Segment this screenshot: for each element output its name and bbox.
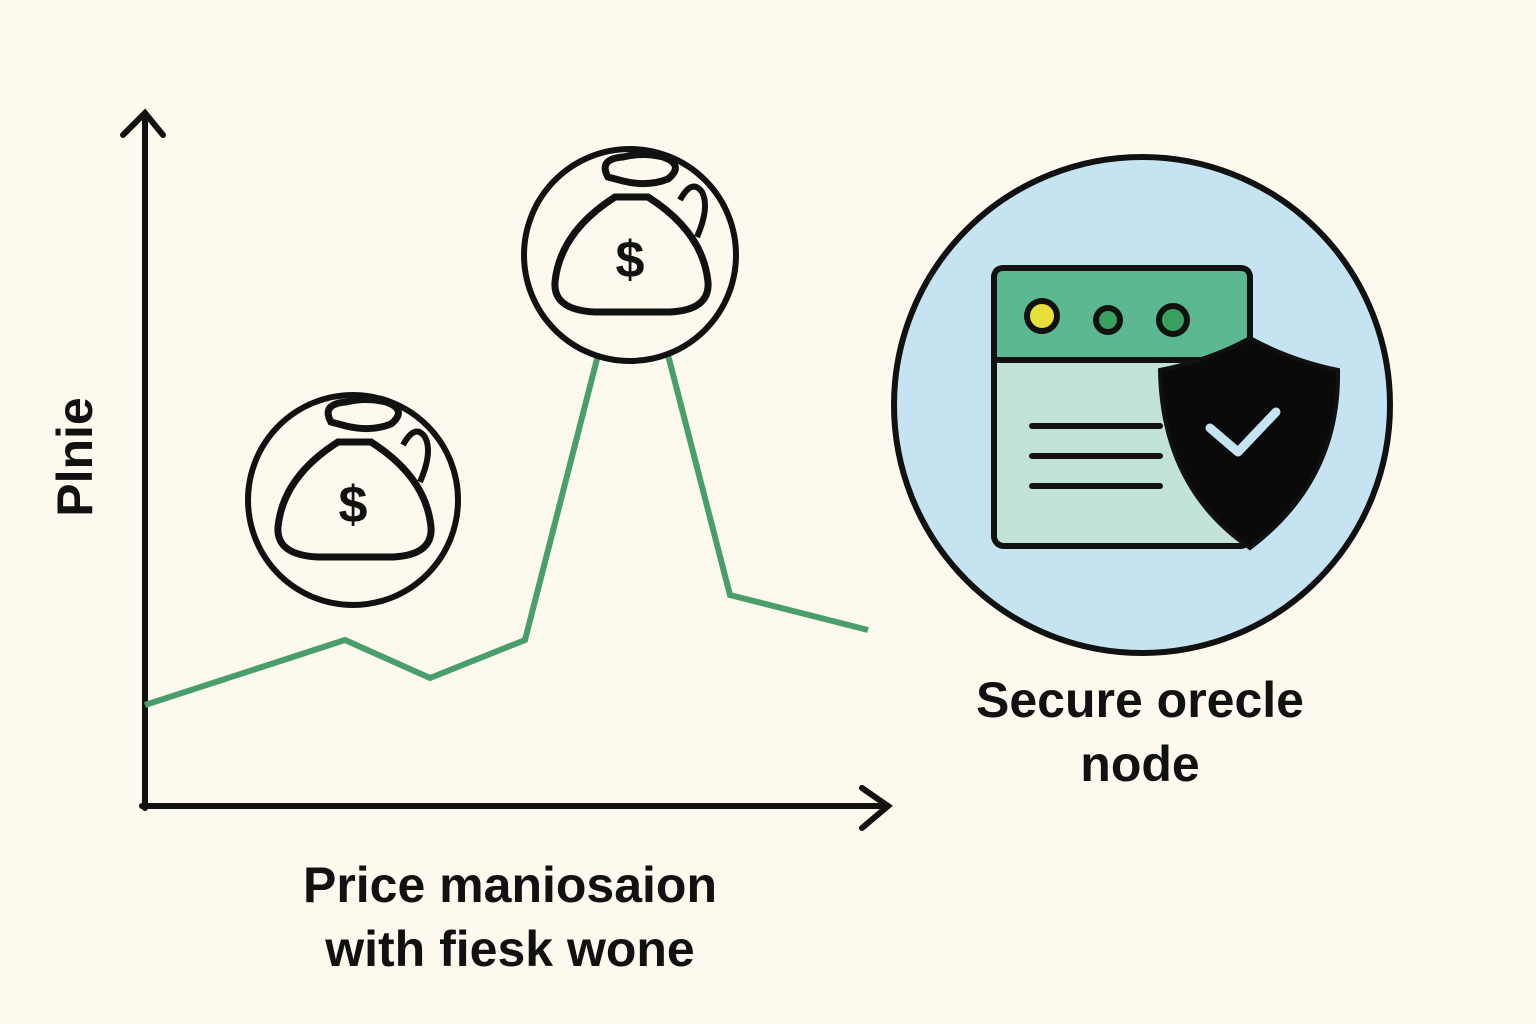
secure-node-caption: Secure orecle node <box>920 668 1360 796</box>
price-manipulation-caption: Price maniosaion with fiesk wone <box>230 853 790 981</box>
money-bag-icon <box>245 392 461 608</box>
price-line-segment <box>665 354 869 633</box>
caption-line-1: Price maniosaion <box>302 857 718 913</box>
y-axis-label: Plnie <box>47 397 103 517</box>
node-caption-line-2: node <box>1080 736 1200 792</box>
shield-check-icon <box>1157 335 1341 551</box>
caption-line-2: with fiesk wone <box>325 921 695 977</box>
price-line <box>144 354 601 708</box>
node-caption-line-1: Secure orecle <box>976 672 1304 728</box>
money-bag-icon <box>521 146 739 364</box>
chart-axes <box>120 108 893 831</box>
secure-oracle-node-icon <box>891 154 1393 656</box>
